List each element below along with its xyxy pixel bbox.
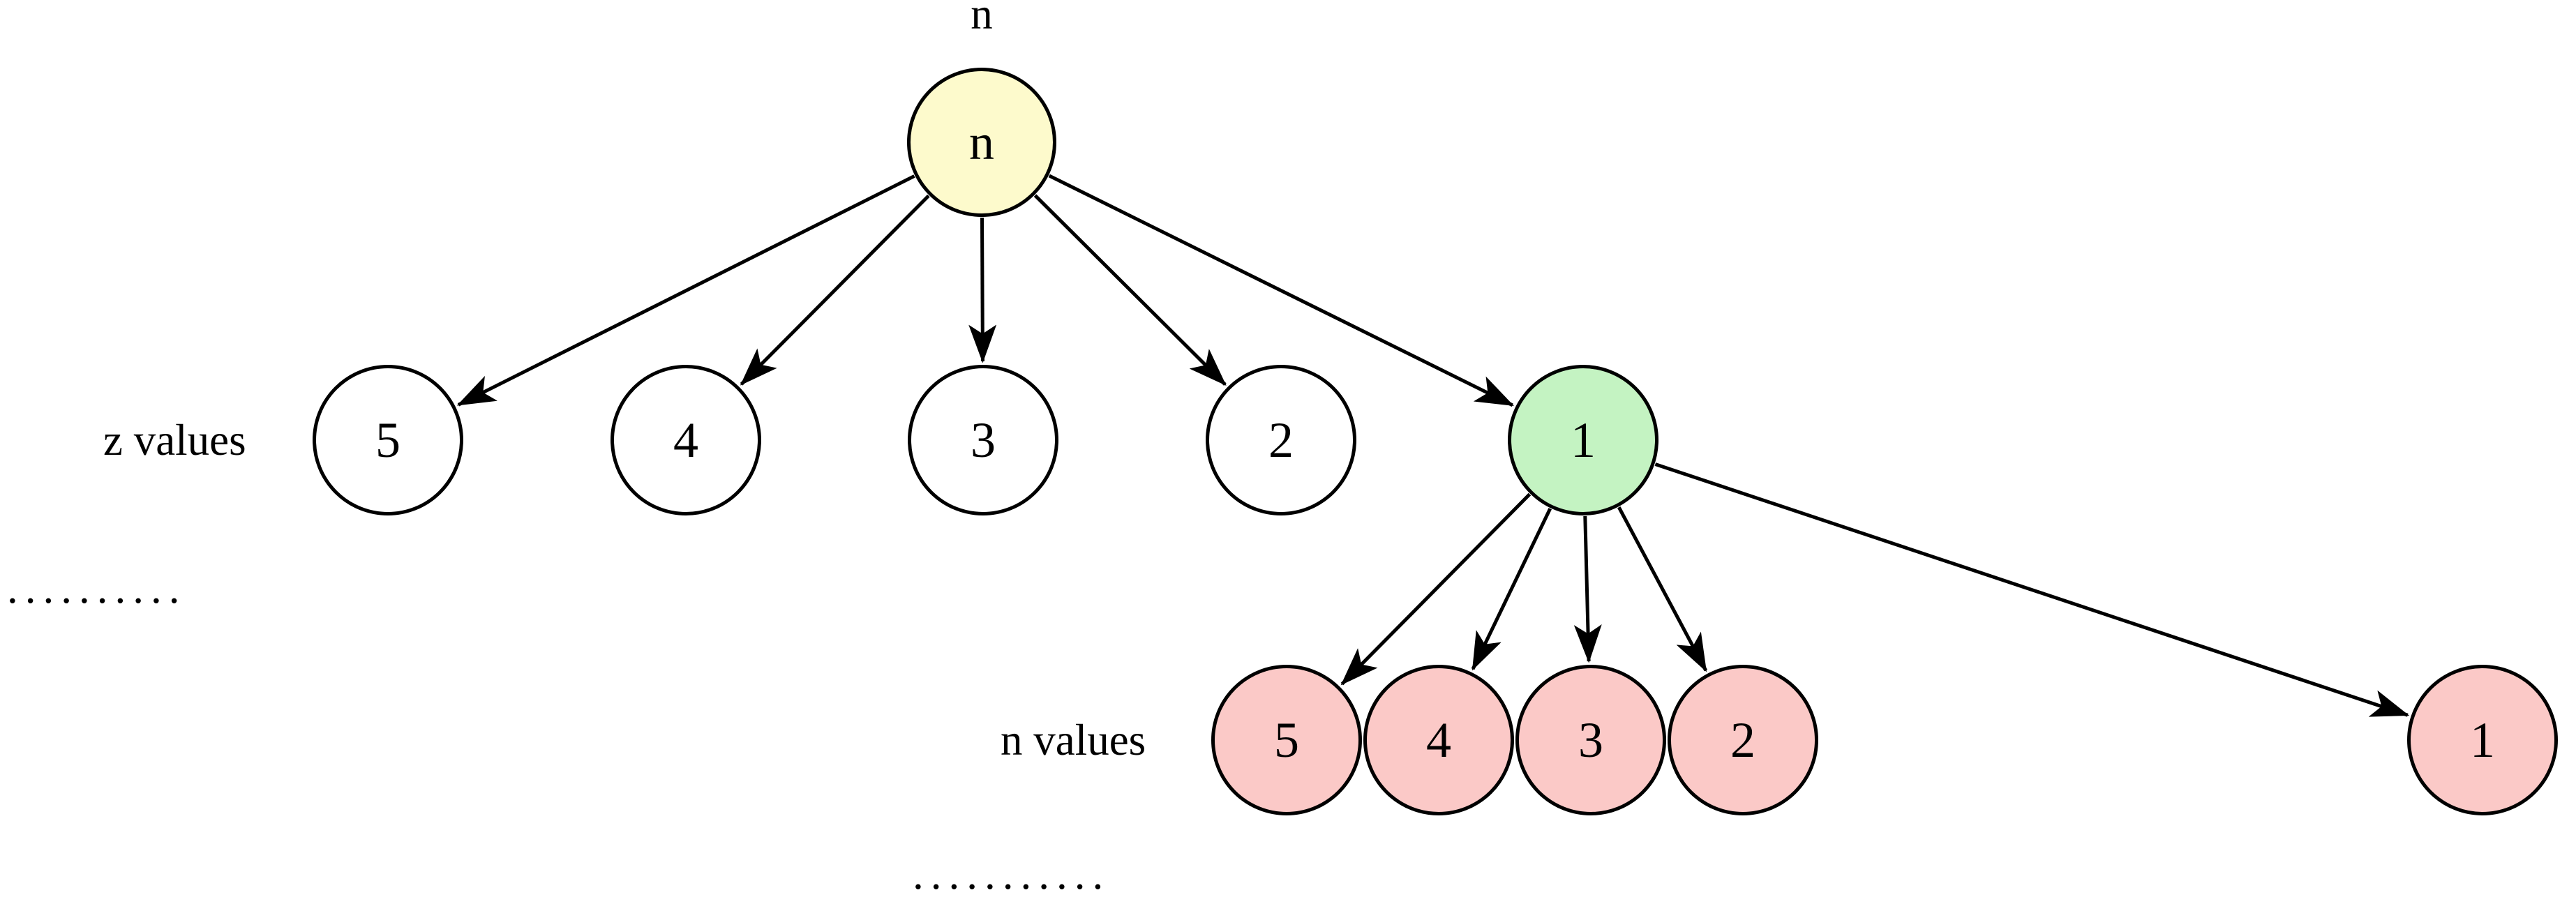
tree-node-z-values-row-4[interactable]: 4	[611, 365, 761, 515]
tree-node-n-values-row-4[interactable]: 4	[1363, 665, 1514, 815]
tree-node-root[interactable]: n	[907, 68, 1056, 217]
tree-node-z-values-row-2[interactable]: 2	[1206, 365, 1356, 515]
edge-root-to-z2	[1033, 194, 1227, 386]
tree-node-n-values-row-5[interactable]: 5	[1211, 665, 1362, 815]
edge-z1-to-n5	[1340, 492, 1532, 686]
tree-node-n-values-row-1[interactable]: 1	[2407, 665, 2558, 815]
root-node-caption: n	[971, 0, 993, 38]
tree-node-n-values-row-2[interactable]: 2	[1668, 665, 1818, 815]
edge-root-to-z3	[968, 217, 997, 363]
tree-node-z-values-row-3[interactable]: 3	[908, 365, 1058, 515]
edge-z1-to-n2	[1617, 506, 1708, 672]
edge-z1-to-n3	[1573, 515, 1602, 663]
row-label-z-values-row: z values	[103, 416, 246, 465]
ellipsis-left: ..........	[7, 564, 187, 612]
tree-node-z-values-row-5[interactable]: 5	[313, 365, 463, 515]
edge-z1-to-n4	[1471, 508, 1552, 671]
row-label-n-values-row: n values	[1001, 716, 1146, 764]
tree-node-n-values-row-3[interactable]: 3	[1515, 665, 1666, 815]
tree-node-z-values-row-1[interactable]: 1	[1508, 365, 1658, 515]
edge-root-to-z4	[740, 194, 930, 386]
ellipsis-bottom: ...........	[913, 850, 1111, 898]
